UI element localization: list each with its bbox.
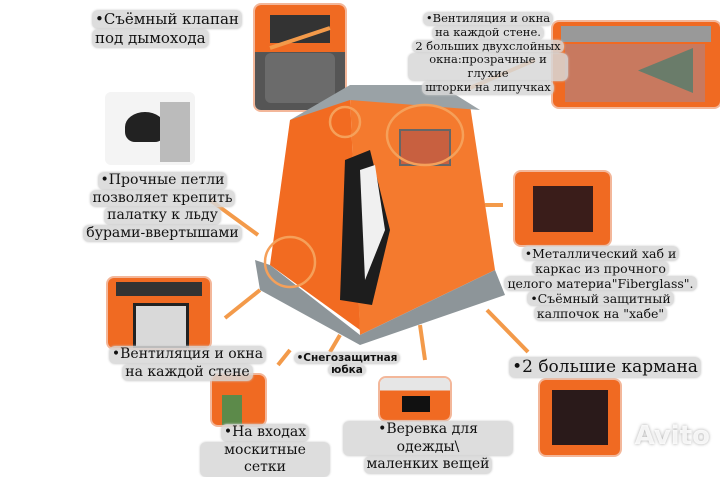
tent-door-inner [360, 165, 385, 280]
caption-line: целого материа"Fiberglass". [504, 276, 697, 291]
arrow-side-window [223, 288, 262, 320]
caption-line: москитные сетки [200, 441, 330, 477]
window-photo [553, 22, 720, 107]
pocket-photo [540, 380, 620, 455]
avito-watermark: Avito [634, 421, 710, 451]
chimney-valve-photo [255, 5, 345, 110]
caption-line: палатку к льду [104, 207, 221, 225]
caption-pockets: •2 большие кармана [505, 357, 705, 379]
caption-snow-skirt: •Снегозащитная юбка [292, 352, 402, 377]
caption-windows-side: •Вентиляция и окна на каждой стене [105, 346, 270, 381]
caption-line: •На входах [220, 424, 310, 442]
caption-line: позволяет крепить [89, 189, 236, 207]
caption-line: юбка [328, 364, 366, 377]
caption-line: •Съёмный клапан [92, 10, 242, 29]
arrow-rope [418, 324, 427, 361]
highlight-circle-chimney [328, 105, 362, 139]
caption-line: окна:прозрачные и глухие [408, 53, 568, 81]
loop-photo [105, 92, 195, 165]
caption-line: 2 больших двухслойных [412, 39, 564, 54]
caption-line: •Веревка для одежды\ [343, 421, 513, 456]
caption-hub: •Металлический хаб и каркас из прочного … [498, 246, 703, 321]
tent-illustration [208, 26, 536, 367]
caption-loops: •Прочные петли позволяет крепить палатку… [75, 172, 250, 242]
tent-skirt [255, 260, 505, 345]
arrow-pockets [485, 308, 530, 354]
caption-line: •Снегозащитная [293, 352, 401, 365]
caption-windows-top: •Вентиляция и окна на каждой стене. 2 бо… [408, 11, 568, 95]
caption-mosquito: •На входах москитные сетки [200, 424, 330, 477]
caption-line: •Вентиляция и окна [108, 346, 267, 364]
tent-body-front [350, 95, 495, 335]
caption-line: •Металлический хаб и [521, 246, 680, 261]
caption-rope: •Веревка для одежды\ маленких вещей [343, 421, 513, 474]
caption-line: каркас из прочного [532, 261, 669, 276]
caption-line: на каждой стене. [432, 25, 544, 40]
caption-line: •Съёмный защитный [527, 291, 674, 306]
arrow-mosquito [276, 348, 292, 367]
tent-window [399, 129, 451, 166]
caption-line: шторки на липучках [422, 80, 554, 95]
mosquito-net-photo [212, 375, 265, 425]
arrow-snow-skirt [328, 333, 342, 354]
tent-body-left [270, 95, 360, 330]
rope-photo [380, 378, 450, 420]
caption-line: на каждой стене [122, 363, 253, 381]
side-window-photo [108, 278, 210, 348]
highlight-circle-window [385, 103, 465, 167]
caption-line: калпочок на "хабе" [533, 306, 668, 321]
hub-photo [515, 172, 610, 245]
caption-line: •Прочные петли [97, 172, 228, 190]
arrow-chimney [269, 26, 331, 50]
caption-line: •Вентиляция и окна [422, 11, 554, 26]
caption-line: маленких вещей [363, 456, 493, 474]
caption-chimney-valve: •Съёмный клапан под дымохода [92, 10, 252, 48]
highlight-circle-loop [263, 235, 317, 289]
caption-line: бурами-ввертышами [83, 224, 242, 242]
caption-line: под дымохода [92, 28, 209, 48]
caption-line: •2 большие кармана [509, 357, 701, 379]
